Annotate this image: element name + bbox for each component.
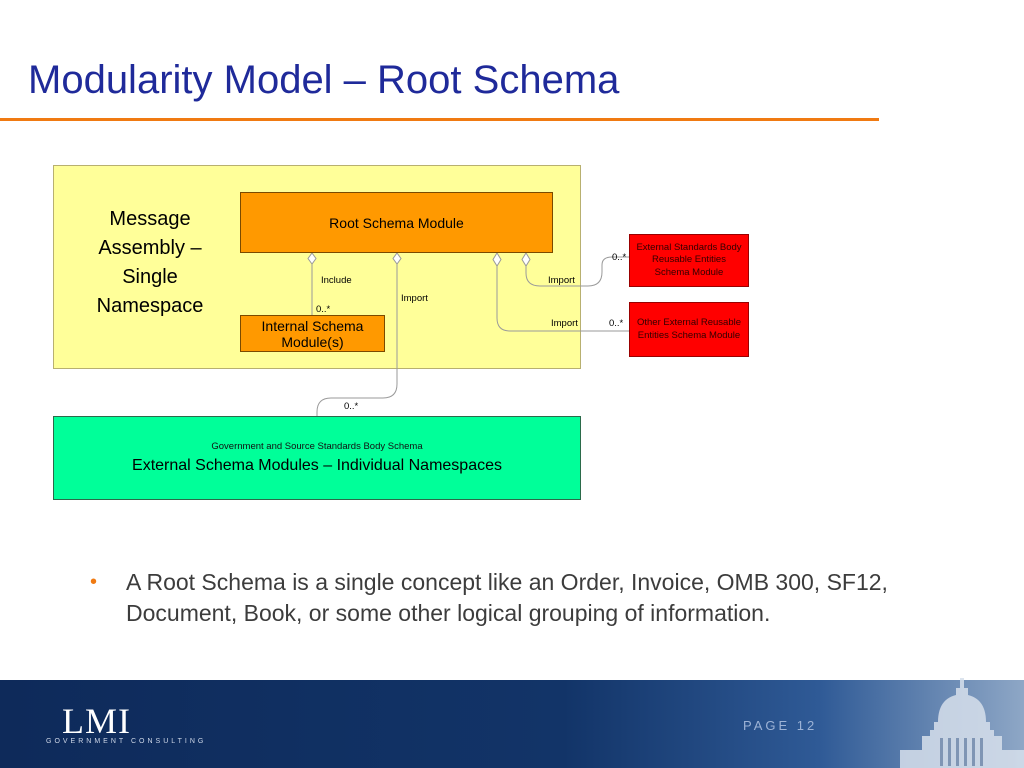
import-label-top-right: Import bbox=[548, 275, 575, 286]
aggregation-diamond-icon bbox=[492, 252, 502, 267]
internal-schema-module-label: Internal Schema Module(s) bbox=[261, 317, 364, 350]
multiplicity-label-internal: 0..* bbox=[316, 304, 331, 315]
title-divider bbox=[0, 118, 879, 121]
other-external-module: Other External Reusable Entities Schema … bbox=[629, 302, 749, 357]
import-connector-bottom-right bbox=[496, 266, 629, 332]
external-schema-modules-box: Government and Source Standards Body Sch… bbox=[53, 416, 581, 500]
lmi-logo-subtitle: GOVERNMENT CONSULTING bbox=[46, 738, 207, 745]
bullet-list: • A Root Schema is a single concept like… bbox=[90, 567, 930, 629]
footer-bar bbox=[0, 680, 1024, 768]
bullet-marker: • bbox=[90, 571, 98, 593]
capitol-dome-icon bbox=[900, 678, 1024, 768]
green-box-title: External Schema Modules – Individual Nam… bbox=[132, 457, 502, 475]
aggregation-diamond-icon bbox=[521, 252, 531, 267]
external-standards-module: External Standards Body Reusable Entitie… bbox=[629, 234, 749, 287]
import-label-bottom-right: Import bbox=[551, 318, 578, 329]
root-schema-module: Root Schema Module bbox=[240, 192, 553, 253]
root-schema-module-label: Root Schema Module bbox=[329, 214, 464, 231]
slide-title: Modularity Model – Root Schema bbox=[28, 58, 620, 102]
bullet-item: A Root Schema is a single concept like a… bbox=[126, 569, 888, 626]
other-external-module-label: Other External Reusable Entities Schema … bbox=[636, 317, 742, 341]
lmi-logo: LMI bbox=[62, 701, 131, 741]
include-label: Include bbox=[321, 275, 352, 286]
green-box-subtitle: Government and Source Standards Body Sch… bbox=[211, 440, 423, 452]
multiplicity-label-ext2: 0..* bbox=[609, 318, 624, 329]
page-number: PAGE 12 bbox=[743, 718, 818, 733]
multiplicity-label-green: 0..* bbox=[344, 401, 359, 412]
import-label-center: Import bbox=[401, 293, 428, 304]
external-standards-module-label: External Standards Body Reusable Entitie… bbox=[636, 241, 742, 278]
aggregation-diamond-icon bbox=[392, 252, 402, 265]
multiplicity-label-ext1: 0..* bbox=[612, 252, 627, 263]
aggregation-diamond-icon bbox=[307, 252, 317, 265]
internal-schema-module: Internal Schema Module(s) bbox=[240, 315, 385, 352]
import-connector-center bbox=[316, 264, 398, 416]
panel-label: Message Assembly – Single Namespace bbox=[96, 208, 204, 317]
import-connector-top-right bbox=[525, 256, 629, 287]
